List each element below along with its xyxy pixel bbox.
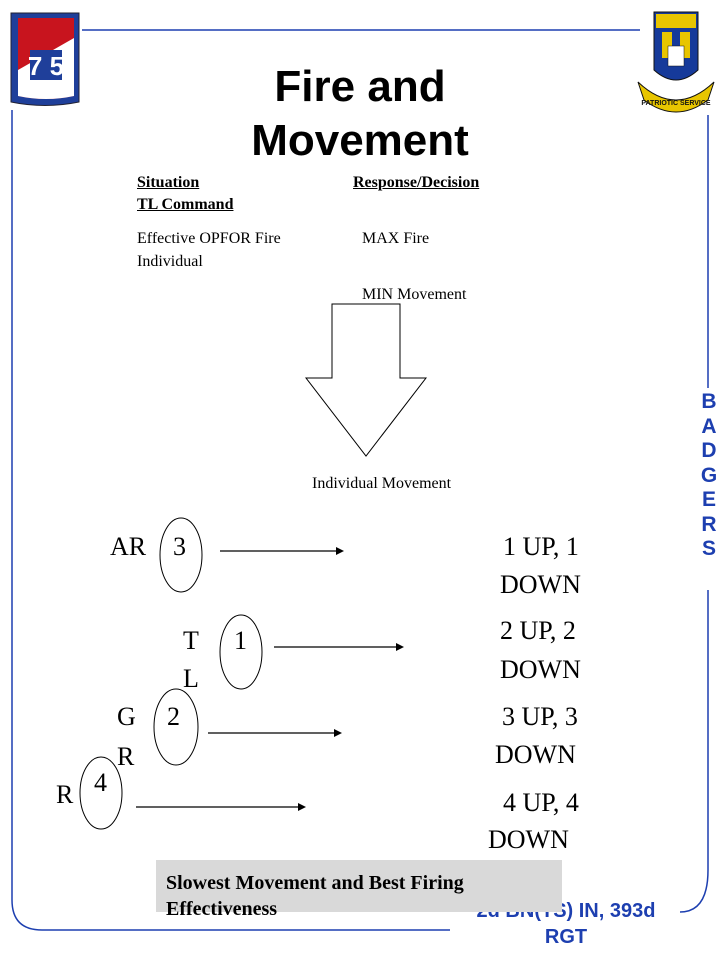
badgers-letter: E (701, 488, 716, 511)
badgers-letter: R (701, 512, 717, 536)
role-gr-r: R (117, 742, 135, 771)
tl-command-header: TL Command (137, 196, 234, 213)
movement-arrow-1 (220, 547, 344, 555)
role-gr-g: G (117, 702, 136, 731)
soldier-number-1: 1 (234, 626, 247, 655)
response-min-movement: MIN Movement (362, 286, 467, 303)
badgers-letter: A (701, 414, 717, 438)
arrow-caption: Individual Movement (312, 475, 452, 492)
badgers-letter: G (700, 463, 718, 487)
situation-value-2: Individual (137, 253, 203, 270)
movement-arrow-3 (208, 729, 342, 737)
situation-header: Situation (137, 174, 200, 191)
division-75-badge: 7 5 (10, 12, 80, 106)
role-r: R (56, 780, 74, 809)
soldier-3-ellipse (159, 517, 203, 593)
badgers-vertical-label: B A D G E R S (698, 390, 720, 562)
callout-line-1: Slowest Movement and Best Firing (166, 872, 464, 894)
soldier-number-3: 3 (173, 532, 186, 561)
result-3-line-2: DOWN (495, 740, 576, 769)
callout-box: Slowest Movement and Best Firing Effecti… (156, 860, 562, 920)
response-max-fire: MAX Fire (362, 230, 430, 247)
soldier-1-ellipse (219, 614, 263, 690)
badgers-letter: D (701, 439, 717, 462)
soldier-4-ellipse (79, 756, 123, 830)
crest-motto: PATRIOTIC SERVICE (641, 100, 711, 107)
soldier-2-ellipse (153, 688, 199, 766)
regimental-crest: PATRIOTIC SERVICE (637, 11, 715, 113)
page-title: Fire and Movement (160, 60, 560, 168)
title-line-2: Movement (251, 116, 469, 165)
movement-arrow-4 (136, 803, 306, 811)
result-4-line-1: 4 UP, 4 (503, 788, 579, 817)
badge-number: 7 5 (28, 51, 64, 81)
role-tl-t: T (183, 626, 199, 655)
role-tl-l: L (183, 664, 199, 693)
result-2-line-2: DOWN (500, 655, 581, 684)
result-1-line-2: DOWN (500, 570, 581, 599)
result-4-line-2: DOWN (488, 825, 569, 854)
unit-line-2: RGT (544, 926, 588, 948)
result-1-line-1: 1 UP, 1 (503, 532, 579, 561)
callout-line-2: Effectiveness (166, 898, 278, 920)
result-2-line-1: 2 UP, 2 (500, 616, 576, 645)
badgers-letter: S (701, 537, 716, 560)
movement-arrow-2 (274, 643, 404, 651)
badgers-letter: B (701, 390, 717, 413)
down-arrow-icon (304, 303, 428, 457)
soldier-number-4: 4 (94, 768, 107, 797)
title-line-1: Fire and (274, 62, 446, 111)
situation-value: Effective OPFOR Fire (137, 230, 281, 247)
soldier-number-2: 2 (167, 702, 180, 731)
role-ar: AR (110, 532, 147, 561)
response-header: Response/Decision (353, 174, 480, 191)
result-3-line-1: 3 UP, 3 (502, 702, 578, 731)
